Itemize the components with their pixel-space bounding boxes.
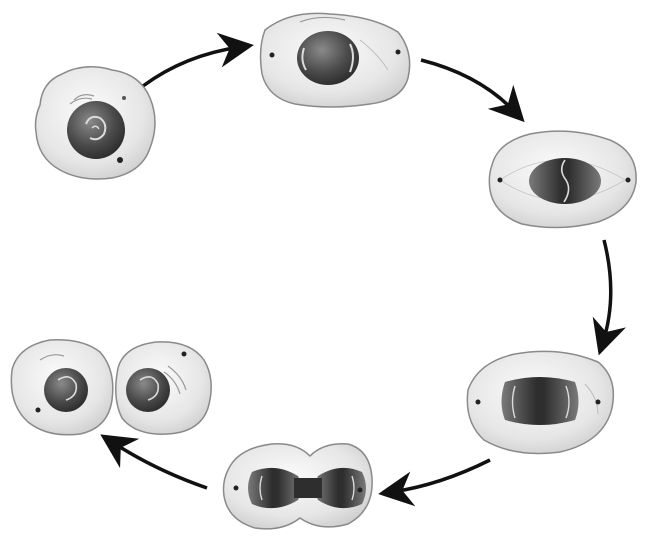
centrosome-icon [395, 49, 401, 55]
centrosome-icon [625, 177, 631, 183]
arrow-metaphase-to-anaphase [592, 239, 627, 356]
daughter-cell-left [10, 339, 114, 436]
arrow-anaphase-to-telophase [378, 458, 491, 507]
arrow-telophase-to-cytokinesis [100, 434, 208, 490]
centrosome-icon [181, 351, 187, 357]
nucleus-elongated [501, 377, 579, 425]
cell-interphase [34, 66, 156, 180]
cell-prophase [259, 12, 411, 108]
centrosome-icon [497, 177, 503, 183]
daughter-cell-right [115, 341, 212, 435]
cycle-arrows [100, 32, 627, 507]
arrow-prophase-to-metaphase [420, 58, 525, 123]
centrosome-icon [233, 485, 239, 491]
nucleus-round [67, 101, 125, 159]
nucleus-plate [529, 158, 601, 204]
centrosome-icon [595, 399, 601, 405]
cell-cytokinesis [10, 339, 212, 436]
centrosome-icon [269, 52, 275, 58]
centrosome-icon [475, 399, 481, 405]
nucleus-pinched [294, 478, 322, 498]
arrow-interphase-to-prophase [141, 32, 254, 88]
nucleus-oval [297, 31, 359, 85]
centrosome-icon [35, 407, 41, 413]
cell-anaphase [466, 350, 615, 455]
centrosome-icon [357, 487, 363, 493]
cell-telophase [222, 443, 373, 530]
cell-metaphase [488, 130, 637, 229]
centrosome-icon [117, 157, 123, 163]
